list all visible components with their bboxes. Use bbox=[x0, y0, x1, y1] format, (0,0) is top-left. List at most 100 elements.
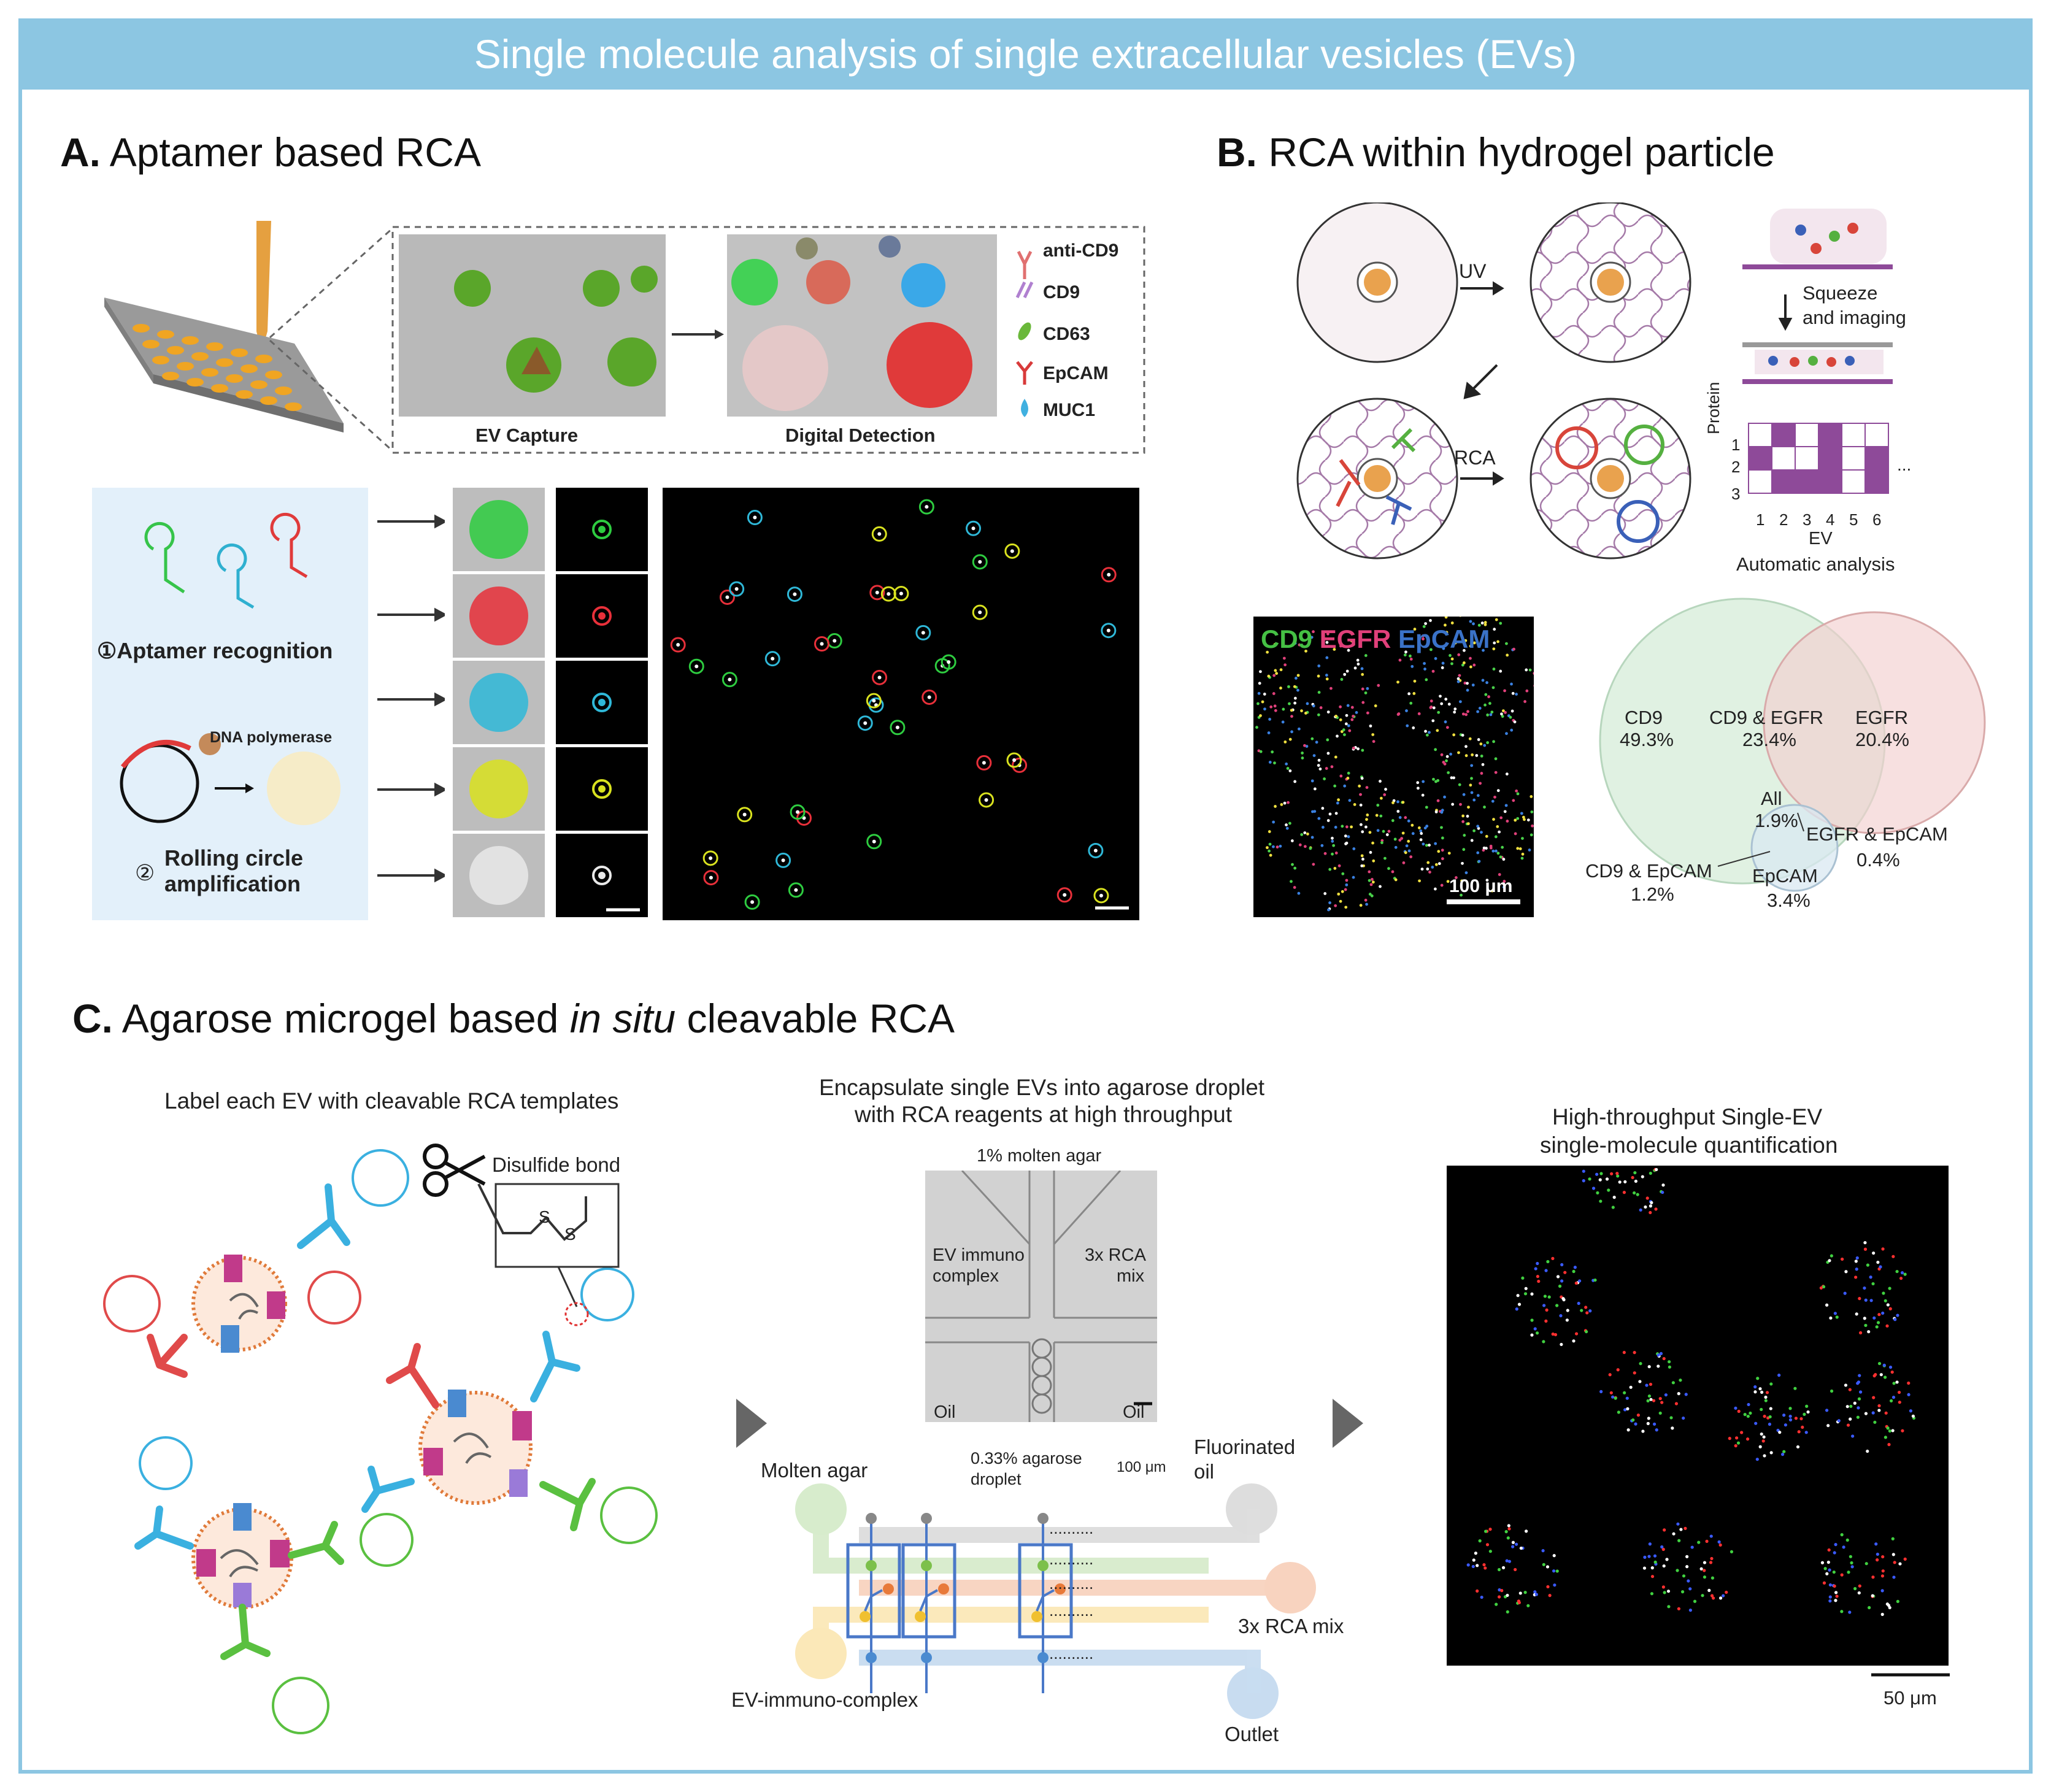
molecule-spot bbox=[1533, 1590, 1537, 1594]
micro-spot bbox=[1315, 740, 1318, 744]
ev-complex-3 bbox=[191, 1503, 293, 1609]
molecule-spot bbox=[1822, 1285, 1826, 1289]
micro-spot bbox=[1501, 715, 1504, 718]
molecule-spot bbox=[1544, 1269, 1548, 1272]
molecule-spot bbox=[1534, 1267, 1537, 1271]
molecule-spot bbox=[1572, 1269, 1576, 1274]
fluorinated-line2: oil bbox=[1194, 1460, 1215, 1483]
aptamer-steps-drawing bbox=[120, 512, 341, 825]
molecule-spot bbox=[1609, 1391, 1613, 1394]
pipette-icon bbox=[256, 221, 271, 353]
micro-spot bbox=[1310, 779, 1314, 783]
molecule-spot bbox=[1804, 1431, 1808, 1434]
molecule-spot bbox=[1639, 1208, 1642, 1212]
micro-spot bbox=[1379, 814, 1383, 818]
micro-spot bbox=[1379, 885, 1382, 888]
ev-spot-core bbox=[887, 592, 891, 596]
oil-node bbox=[1037, 1513, 1049, 1524]
micro-spot bbox=[1445, 631, 1449, 634]
micro-spot bbox=[1483, 744, 1487, 747]
molecule-spot bbox=[1863, 1317, 1866, 1320]
micro-spot bbox=[1523, 700, 1526, 703]
micro-spot bbox=[1449, 752, 1453, 756]
ev-immuno-line2: complex bbox=[933, 1266, 999, 1286]
micro-spot bbox=[1325, 656, 1329, 660]
encapsulate-line2: with RCA reagents at high throughput bbox=[855, 1102, 1232, 1127]
micro-spot bbox=[1298, 843, 1302, 847]
molecule-spot bbox=[1626, 1407, 1630, 1410]
molecule-spot bbox=[1892, 1382, 1896, 1385]
micro-spot bbox=[1430, 699, 1433, 703]
molecule-spot bbox=[1580, 1309, 1583, 1312]
micro-spot bbox=[1326, 752, 1330, 755]
tile-ev bbox=[469, 586, 528, 645]
ev-spot bbox=[703, 870, 719, 886]
micro-spot bbox=[1301, 756, 1304, 759]
micro-spot bbox=[1436, 799, 1440, 802]
micro-spot bbox=[1485, 834, 1488, 838]
molecule-spot bbox=[1595, 1172, 1599, 1176]
micro-spot bbox=[1329, 686, 1333, 690]
micro-spot bbox=[1347, 724, 1350, 728]
micro-spot bbox=[1281, 720, 1285, 724]
micro-spot bbox=[1337, 798, 1340, 802]
tile-arrows bbox=[377, 514, 445, 883]
molecule-spot bbox=[1536, 1275, 1539, 1279]
micro-spot bbox=[1334, 714, 1338, 718]
micro-spot bbox=[1454, 876, 1458, 879]
micro-spot bbox=[1494, 835, 1498, 839]
molecule-spot bbox=[1874, 1542, 1878, 1546]
micro-spot bbox=[1282, 707, 1285, 711]
molecule-spot bbox=[1828, 1568, 1831, 1572]
molecule-spot bbox=[1872, 1396, 1876, 1399]
grid-cell bbox=[1818, 446, 1842, 471]
molecule-spot bbox=[1541, 1549, 1545, 1553]
micro-spot bbox=[1447, 702, 1451, 706]
molecule-spot bbox=[1888, 1286, 1891, 1290]
micro-spot bbox=[1342, 728, 1345, 732]
molecule-spot bbox=[1535, 1331, 1539, 1335]
micro-spot bbox=[1434, 863, 1438, 866]
molecule-spot bbox=[1474, 1552, 1477, 1555]
molecule-spot bbox=[1599, 1199, 1603, 1203]
molecule-spot bbox=[1687, 1579, 1690, 1583]
micro-spot bbox=[1476, 825, 1480, 828]
micro-spot bbox=[1360, 777, 1364, 780]
molecule-spot bbox=[1552, 1569, 1556, 1573]
molecule-spot bbox=[1506, 1610, 1509, 1613]
red-aptamer-icon bbox=[270, 512, 308, 579]
micro-spot bbox=[1493, 628, 1496, 631]
molecule-spot bbox=[1782, 1413, 1786, 1417]
micro-spot bbox=[1431, 669, 1435, 673]
micro-spot bbox=[1387, 829, 1391, 833]
ev-spot bbox=[869, 585, 885, 601]
molecule-spot bbox=[1639, 1362, 1642, 1366]
micro-spot bbox=[1412, 692, 1416, 695]
molecule-spot bbox=[1517, 1601, 1521, 1604]
molecule-spot bbox=[1833, 1584, 1836, 1588]
micro-spot bbox=[1425, 844, 1428, 847]
well bbox=[241, 364, 258, 373]
molecule-spot bbox=[1828, 1599, 1832, 1603]
molecule-spot bbox=[1506, 1593, 1509, 1598]
micro-spot bbox=[1453, 710, 1456, 714]
micro-spot bbox=[1350, 825, 1353, 829]
micro-spot bbox=[1310, 836, 1314, 839]
molecule-spot bbox=[1523, 1591, 1527, 1594]
well bbox=[206, 342, 223, 351]
micro-spot bbox=[1325, 640, 1329, 644]
micro-spot bbox=[1400, 837, 1403, 840]
panel-a-fluorescence-spots bbox=[670, 499, 1129, 910]
ev-spot bbox=[872, 669, 888, 685]
micro-spot bbox=[1405, 709, 1408, 712]
scale-50um-label: 50 μm bbox=[1884, 1687, 1937, 1709]
micro-spot bbox=[1293, 701, 1297, 705]
tile-spot-ring bbox=[592, 606, 612, 626]
molecule-spot bbox=[1864, 1298, 1868, 1302]
grid-col-3: 3 bbox=[1803, 510, 1812, 529]
micro-spot bbox=[1476, 794, 1480, 798]
molecule-spot bbox=[1881, 1247, 1885, 1251]
micro-spot bbox=[1528, 668, 1532, 672]
micro-spot bbox=[1313, 810, 1317, 813]
micro-spot bbox=[1515, 789, 1518, 793]
